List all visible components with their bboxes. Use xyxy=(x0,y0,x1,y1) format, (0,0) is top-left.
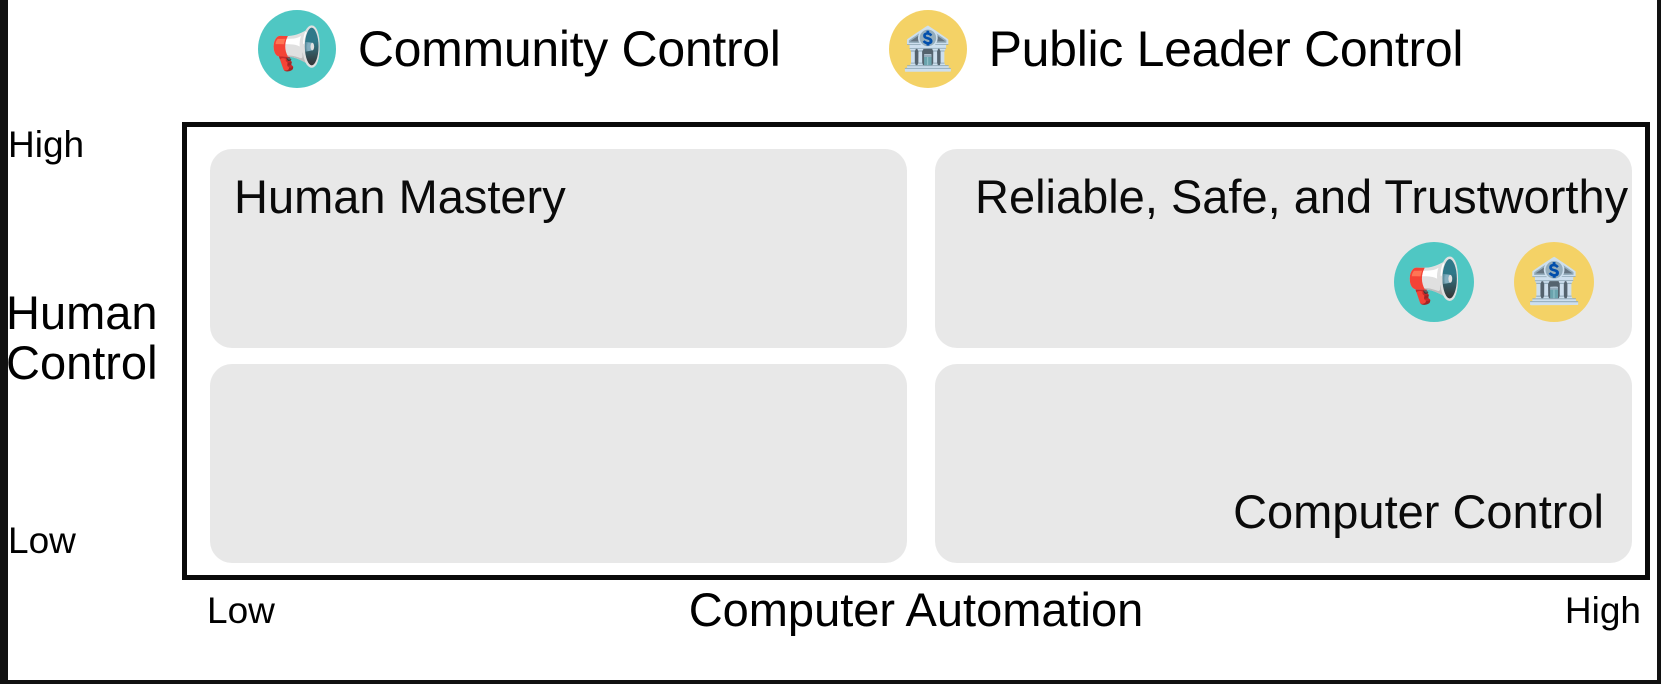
quadrant-grid: Human Mastery Reliable, Safe, and Trustw… xyxy=(210,149,1632,563)
legend-item-public-leader-control: 🏦 Public Leader Control xyxy=(888,10,1464,88)
page-left-border xyxy=(0,0,8,684)
quadrant-top-left: Human Mastery xyxy=(210,149,907,348)
x-axis-title: Computer Automation xyxy=(688,583,1144,636)
legend-item-community-control: 📢 Community Control xyxy=(257,10,781,88)
quadrant-marker-group: 📢 🏦 xyxy=(1394,242,1594,322)
plot-area: Human Mastery Reliable, Safe, and Trustw… xyxy=(182,122,1650,580)
y-axis-tick-low: Low xyxy=(8,520,76,561)
x-axis-tick-high: High xyxy=(1564,590,1641,631)
megaphone-icon: 📢 xyxy=(257,10,336,88)
y-axis-tick-high: High xyxy=(8,124,85,165)
legend-label-public-leader-control: Public Leader Control xyxy=(988,20,1464,77)
quadrant-bottom-right: Computer Control xyxy=(935,364,1632,563)
quadrant-top-right: Reliable, Safe, and Trustworthy 📢 🏦 xyxy=(935,149,1632,348)
classical-building-icon: 🏦 xyxy=(888,10,967,88)
page-bottom-border xyxy=(0,680,1661,684)
x-axis-tick-low: Low xyxy=(207,590,275,631)
chart-legend: 📢 Community Control 🏦 Public Leader Cont… xyxy=(0,0,1661,98)
quadrant-label-human-mastery: Human Mastery xyxy=(234,170,566,223)
y-axis-title: Human Control xyxy=(6,286,158,389)
marker-classical-building-icon: 🏦 xyxy=(1514,242,1594,322)
legend-label-community-control: Community Control xyxy=(357,20,781,77)
marker-megaphone-icon: 📢 xyxy=(1394,242,1474,322)
quadrant-label-reliable-safe-trustworthy: Reliable, Safe, and Trustworthy xyxy=(975,170,1629,223)
quadrant-bottom-left xyxy=(210,364,907,563)
page-right-border xyxy=(1657,0,1661,684)
quadrant-label-computer-control: Computer Control xyxy=(1233,485,1604,538)
